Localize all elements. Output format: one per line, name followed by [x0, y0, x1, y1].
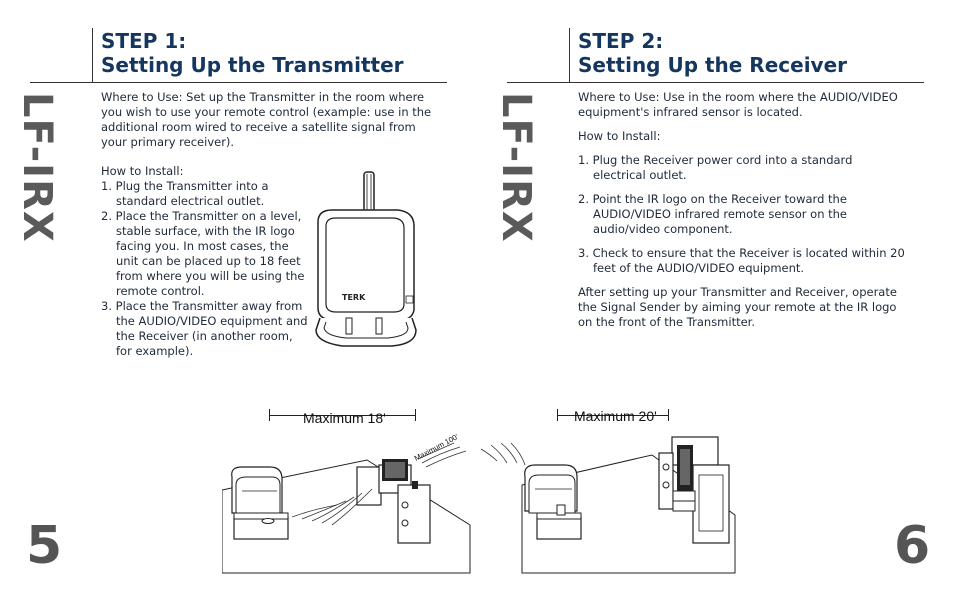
install-text: How to Install: 1. Plug the Transmitter … — [101, 164, 311, 359]
page-number-left: 5 — [26, 516, 63, 576]
device-logo: TERK — [342, 293, 366, 302]
list-item: 2. Place the Transmitter on a level, sta… — [101, 209, 305, 298]
receiver-room-diagram — [480, 409, 736, 574]
left-page: LF-IRX STEP 1: Setting Up the Transmitte… — [14, 28, 471, 576]
step-title: STEP 2: — [578, 29, 664, 53]
right-page: LF-IRX STEP 2: Setting Up the Receiver W… — [477, 0, 954, 597]
transmitter-room-diagram: Maximum 100' — [222, 409, 471, 574]
brand-mark-right: LF-IRX — [493, 92, 539, 243]
distance-label-18: Maximum 18' — [303, 410, 386, 426]
brand-mark-left: LF-IRX — [14, 92, 60, 243]
distance-label-100: Maximum 100' — [413, 432, 461, 463]
ir-signal-waves — [291, 442, 467, 526]
how-to-install-label: How to Install: — [101, 164, 184, 178]
step-title: STEP 1: — [101, 29, 187, 53]
step-subtitle: Setting Up the Transmitter — [101, 53, 404, 77]
step-heading: STEP 2: Setting Up the Receiver — [578, 29, 847, 77]
install-steps: 1. Plug the Transmitter into a standard … — [101, 179, 311, 359]
step-heading: STEP 1: Setting Up the Transmitter — [101, 29, 404, 77]
receiver-instructions: Where to Use: Use in the room where the … — [578, 90, 906, 339]
where-to-use: Where to Use: Set up the Transmitter in … — [101, 90, 432, 149]
how-to-install-label: How to Install: — [578, 129, 661, 143]
closing-note: After setting up your Transmitter and Re… — [578, 285, 897, 329]
step-subtitle: Setting Up the Receiver — [578, 53, 848, 77]
heading-divider-horizontal — [30, 82, 447, 83]
intro-text: Where to Use: Set up the Transmitter in … — [101, 90, 439, 159]
list-item: 3. Place the Transmitter away from the A… — [101, 299, 308, 358]
list-item: 2. Point the IR logo on the Receiver tow… — [578, 192, 848, 236]
transmitter-illustration: TERK — [315, 171, 417, 347]
heading-divider-vertical — [92, 28, 93, 83]
page-number-right: 6 — [894, 516, 931, 576]
distance-label-20: Maximum 20' — [574, 408, 657, 424]
where-to-use: Where to Use: Use in the room where the … — [578, 90, 898, 119]
heading-divider-horizontal — [507, 82, 924, 83]
install-steps: 1. Plug the Receiver power cord into a s… — [578, 153, 906, 276]
heading-divider-vertical — [569, 28, 570, 83]
list-item: 1. Plug the Transmitter into a standard … — [101, 179, 269, 208]
list-item: 3. Check to ensure that the Receiver is … — [578, 246, 905, 275]
list-item: 1. Plug the Receiver power cord into a s… — [578, 153, 853, 182]
